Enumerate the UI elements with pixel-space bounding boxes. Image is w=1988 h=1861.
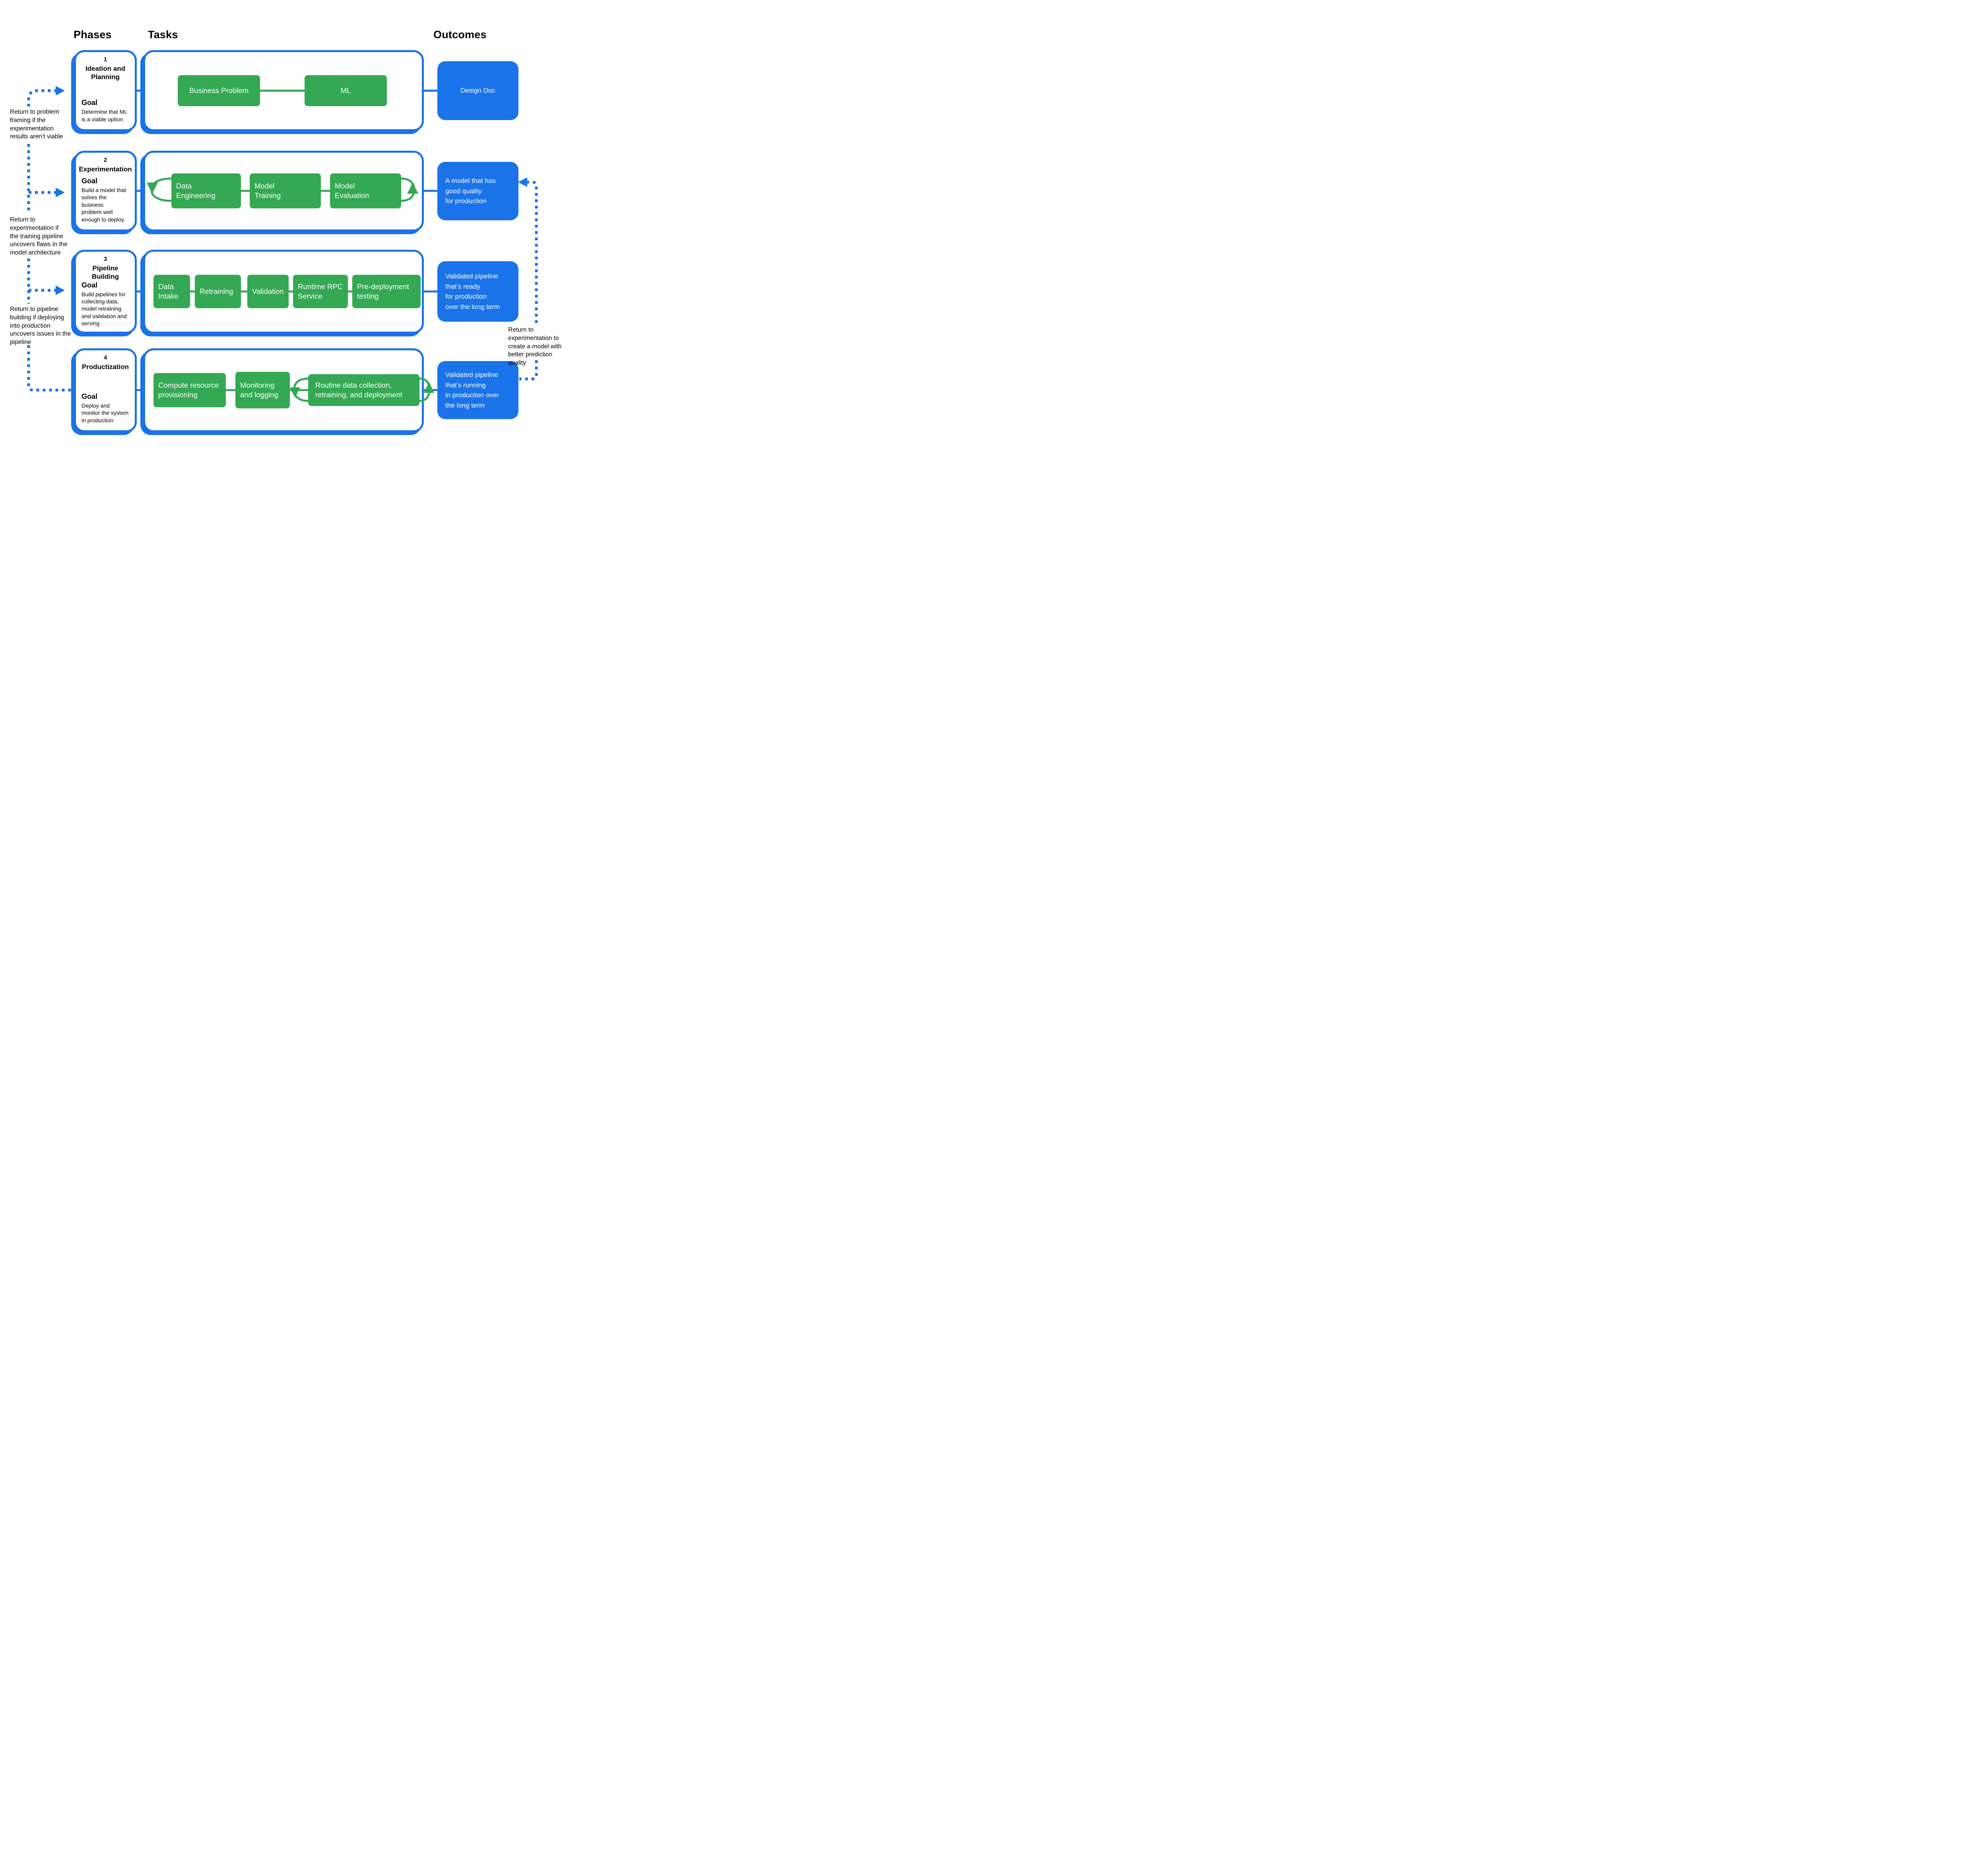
phase-title: Experimentation (79, 165, 132, 173)
task-ml: ML (305, 75, 387, 106)
task-runtime-rpc-service: Runtime RPC Service (293, 275, 348, 308)
outcome-validated-pipeline-running: Validated pipeline that’s running in pro… (437, 361, 518, 419)
task-retraining: Retraining (195, 275, 241, 308)
goal-label: Goal (82, 177, 98, 185)
goal-text: Build pipelines for collecting data, mod… (82, 291, 127, 327)
arrowhead-right-icon (56, 86, 65, 95)
goal-text: Build a model that solves the business p… (82, 186, 126, 223)
phase-goal: Goal Determine that ML is a viable optio… (81, 99, 130, 123)
goal-label: Goal (82, 281, 98, 289)
phase-title: Productization (82, 363, 129, 371)
arrowhead-right-icon (56, 188, 65, 197)
column-header-outcomes: Outcomes (433, 29, 487, 41)
task-connector-lines (190, 89, 352, 391)
goal-text: Deploy and monitor the system in product… (82, 402, 129, 423)
mlops-phases-diagram: Phases Tasks Outcomes 1 Ideation and Pla… (0, 0, 564, 465)
phase-number: 2 (103, 157, 107, 163)
annotation-return-to-pipeline-building: Return to pipeline building if deploying… (10, 306, 71, 346)
phase-number: 4 (103, 354, 107, 361)
arrowhead-right-icon (56, 286, 65, 295)
outcome-design-doc: Design Doc (437, 61, 518, 120)
column-header-tasks: Tasks (148, 29, 178, 41)
phase-number: 1 (103, 56, 107, 63)
task-validation: Validation (247, 275, 289, 308)
annotation-return-to-problem-framing: Return to problem framing if the experim… (10, 109, 63, 140)
task-data-intake: Data Intake (153, 275, 190, 308)
phase-box-experimentation: 2 Experimentation Goal Build a model tha… (74, 151, 137, 231)
goal-text: Determine that ML is a viable option (82, 109, 128, 122)
phase-task-connector-lines (135, 89, 438, 391)
loop-arrowhead-up-icon (424, 382, 434, 393)
phase-box-ideation-planning: 1 Ideation and Planning Goal Determine t… (74, 50, 137, 131)
phase-box-pipeline-building: 3 Pipeline Building Goal Build pipelines… (74, 250, 137, 334)
phase-goal: Goal Build pipelines for collecting data… (81, 281, 130, 327)
task-model-evaluation: Model Evaluation (330, 173, 401, 208)
phase-goal: Goal Build a model that solves the busin… (81, 177, 130, 223)
annotation-return-for-better-prediction: Return to experimentation to create a mo… (508, 326, 562, 367)
task-routine-data-collection: Routine data collection, retraining, and… (308, 374, 419, 406)
phase-title: Pipeline Building (92, 264, 119, 281)
task-model-training: Model Training (250, 173, 321, 208)
task-data-engineering: Data Engineering (171, 173, 241, 208)
annotation-return-to-experimentation: Return to experimentation if the trainin… (10, 216, 68, 256)
phase-box-productization: 4 Productization Goal Deploy and monitor… (74, 348, 137, 432)
column-header-phases: Phases (74, 29, 112, 41)
task-business-problem: Business Problem (178, 75, 260, 106)
arrowhead-left-icon (518, 177, 527, 187)
phase-number: 3 (103, 256, 107, 262)
phase-title: Ideation and Planning (85, 65, 126, 81)
goal-label: Goal (82, 392, 98, 400)
outcome-validated-pipeline-ready: Validated pipeline that’s ready for prod… (437, 261, 518, 322)
phase-goal: Goal Deploy and monitor the system in pr… (81, 392, 130, 424)
task-compute-resource-provisioning: Compute resource provisioning (153, 373, 226, 407)
task-pre-deployment-testing: Pre-deployment testing (352, 275, 421, 308)
outcome-good-quality-model: A model that has good quality for produc… (437, 162, 518, 220)
task-monitoring-logging: Monitoring and logging (235, 372, 290, 408)
goal-label: Goal (82, 99, 98, 107)
